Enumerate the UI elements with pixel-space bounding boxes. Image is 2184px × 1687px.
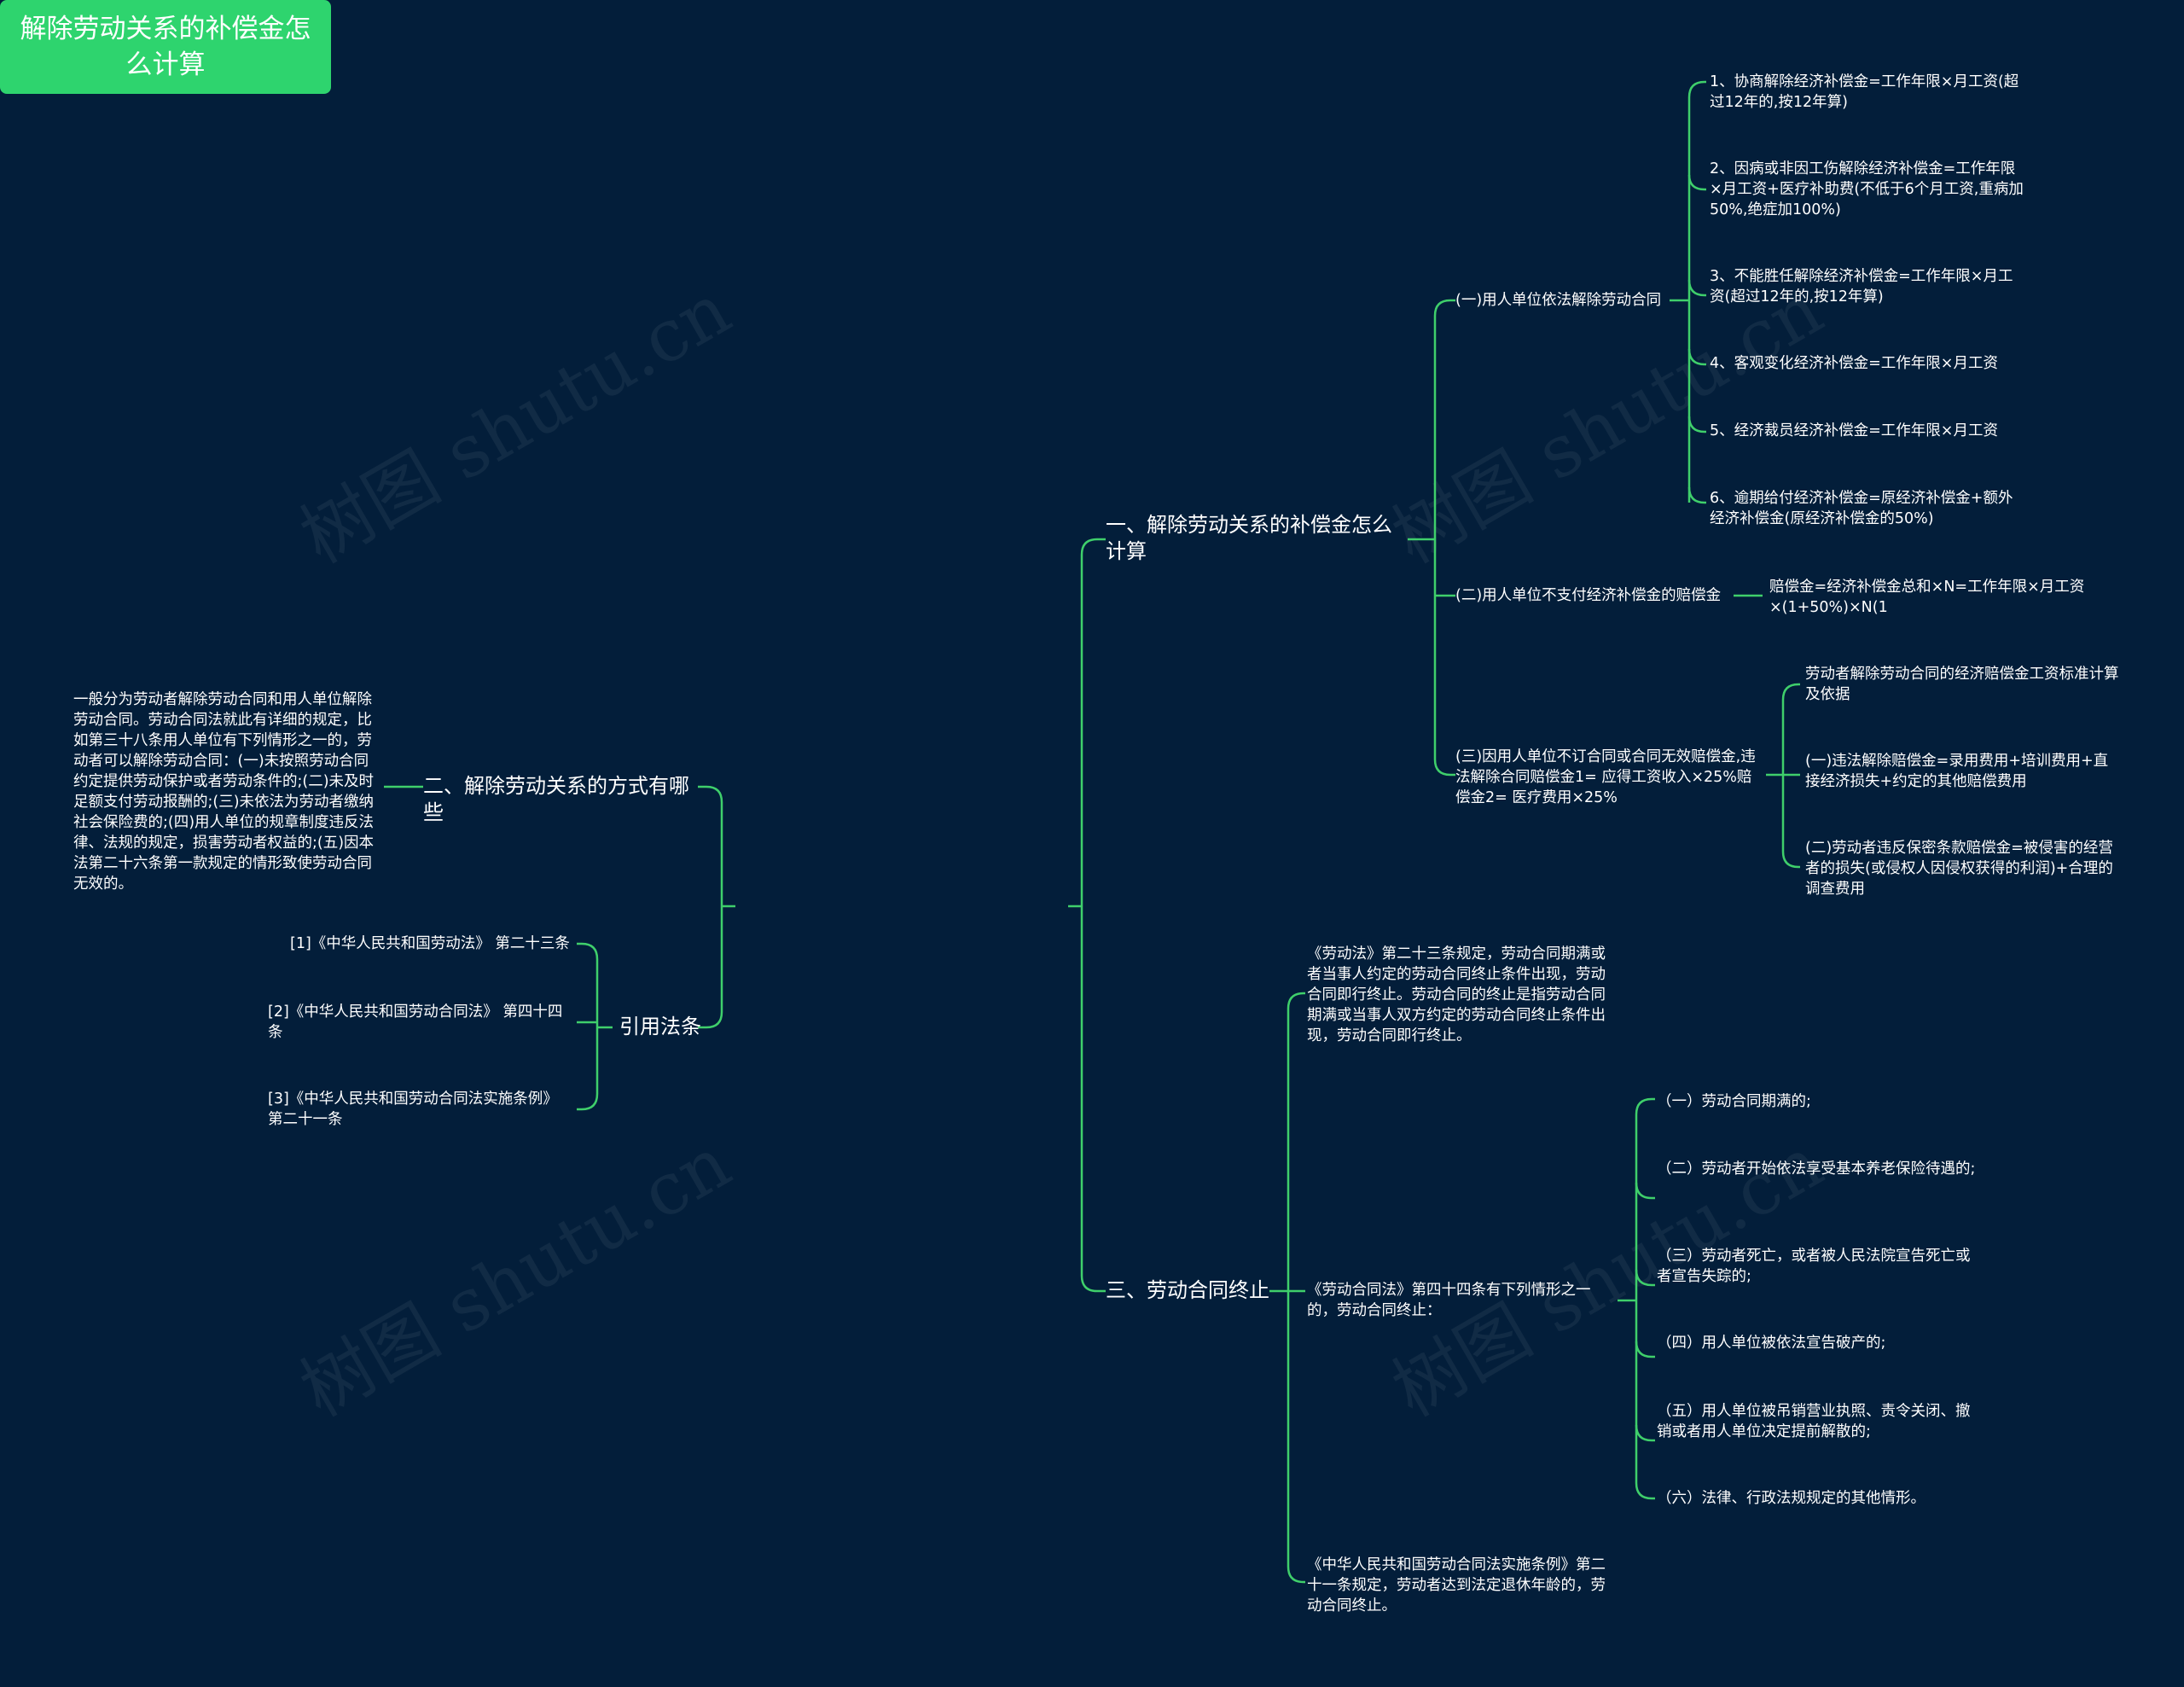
root-topic-label: 解除劳动关系的补偿金怎么计算 bbox=[20, 14, 311, 80]
leaf-item[interactable]: 劳动者解除劳动合同的经济赔偿金工资标准计算及依据 bbox=[1805, 666, 2119, 703]
leaf-law-citation[interactable]: [3]《中华人民共和国劳动合同法实施条例》 第二十一条 bbox=[268, 1091, 558, 1128]
leaf-item[interactable]: (二)劳动者违反保密条款赔偿金=被侵害的经营者的损失(或侵权人因侵权获得的利润)… bbox=[1805, 840, 2113, 898]
leaf-termination-case[interactable]: （四）用人单位被依法宣告破产的; bbox=[1657, 1335, 1886, 1352]
leaf-item[interactable]: (一)违法解除赔偿金=录用费用+培训费用+直接经济损失+约定的其他赔偿费用 bbox=[1805, 753, 2109, 790]
leaf-law-citation[interactable]: [2]《中华人民共和国劳动合同法》 第四十四条 bbox=[268, 1003, 563, 1041]
leaf-item[interactable]: 3、不能胜任解除经济补偿金=工作年限×月工资(超过12年的,按12年算) bbox=[1710, 268, 2013, 305]
leaf-regulation-article-21[interactable]: 《中华人民共和国劳动合同法实施条例》第二十一条规定，劳动者达到法定退休年龄的，劳… bbox=[1307, 1556, 1606, 1614]
leaf-termination-case[interactable]: （五）用人单位被吊销营业执照、责令关闭、撤销或者用人单位决定提前解散的; bbox=[1657, 1403, 1971, 1440]
leaf-law-citation[interactable]: [1]《中华人民共和国劳动法》 第二十三条 bbox=[290, 935, 570, 952]
branch-compensation-calculation[interactable]: 一、解除劳动关系的补偿金怎么计算 bbox=[1106, 513, 1392, 563]
leaf-termination-case[interactable]: （六）法律、行政法规规定的其他情形。 bbox=[1657, 1490, 1926, 1507]
sub-unpaid-compensation[interactable]: (二)用人单位不支付经济补偿金的赔偿金 bbox=[1455, 587, 1722, 604]
leaf-termination-methods-text[interactable]: 一般分为劳动者解除劳动合同和用人单位解除劳动合同。劳动合同法就此有详细的规定，比… bbox=[73, 691, 375, 893]
branch-cited-laws[interactable]: 引用法条 bbox=[619, 1015, 701, 1038]
leaf-item[interactable]: 2、因病或非因工伤解除经济补偿金=工作年限×月工资+医疗补助费(不低于6个月工资… bbox=[1710, 160, 2024, 218]
leaf-termination-case[interactable]: （二）劳动者开始依法享受基本养老保险待遇的; bbox=[1657, 1161, 1976, 1178]
leaf-termination-case[interactable]: （三）劳动者死亡，或者被人民法院宣告死亡或者宣告失踪的; bbox=[1657, 1248, 1971, 1285]
sub-invalid-contract-compensation[interactable]: (三)因用人单位不订合同或合同无效赔偿金,违法解除合同赔偿金1= 应得工资收入×… bbox=[1455, 748, 1756, 806]
branch-termination-methods[interactable]: 二、解除劳动关系的方式有哪些 bbox=[423, 774, 689, 824]
branch-contract-termination[interactable]: 三、劳动合同终止 bbox=[1106, 1278, 1269, 1302]
leaf-item[interactable]: 1、协商解除经济补偿金=工作年限×月工资(超过12年的,按12年算) bbox=[1710, 73, 2019, 111]
sub-contract-law-article-44[interactable]: 《劳动合同法》第四十四条有下列情形之一的，劳动合同终止： bbox=[1307, 1282, 1591, 1319]
leaf-item[interactable]: 6、逾期给付经济补偿金=原经济补偿金+额外经济补偿金(原经济补偿金的50%) bbox=[1710, 490, 2013, 527]
leaf-item[interactable]: 4、客观变化经济补偿金=工作年限×月工资 bbox=[1710, 355, 1998, 372]
leaf-item[interactable]: 赔偿金=经济补偿金总和×N=工作年限×月工资×(1+50%)×N(1 bbox=[1769, 579, 2085, 616]
leaf-termination-case[interactable]: （一）劳动合同期满的; bbox=[1657, 1093, 1811, 1110]
leaf-labor-law-article-23[interactable]: 《劳动法》第二十三条规定，劳动合同期满或者当事人约定的劳动合同终止条件出现，劳动… bbox=[1307, 945, 1606, 1044]
sub-lawful-termination[interactable]: (一)用人单位依法解除劳动合同 bbox=[1455, 292, 1662, 309]
leaf-item[interactable]: 5、经济裁员经济补偿金=工作年限×月工资 bbox=[1710, 422, 1998, 439]
root-topic[interactable]: 解除劳动关系的补偿金怎么计算 bbox=[0, 0, 331, 94]
